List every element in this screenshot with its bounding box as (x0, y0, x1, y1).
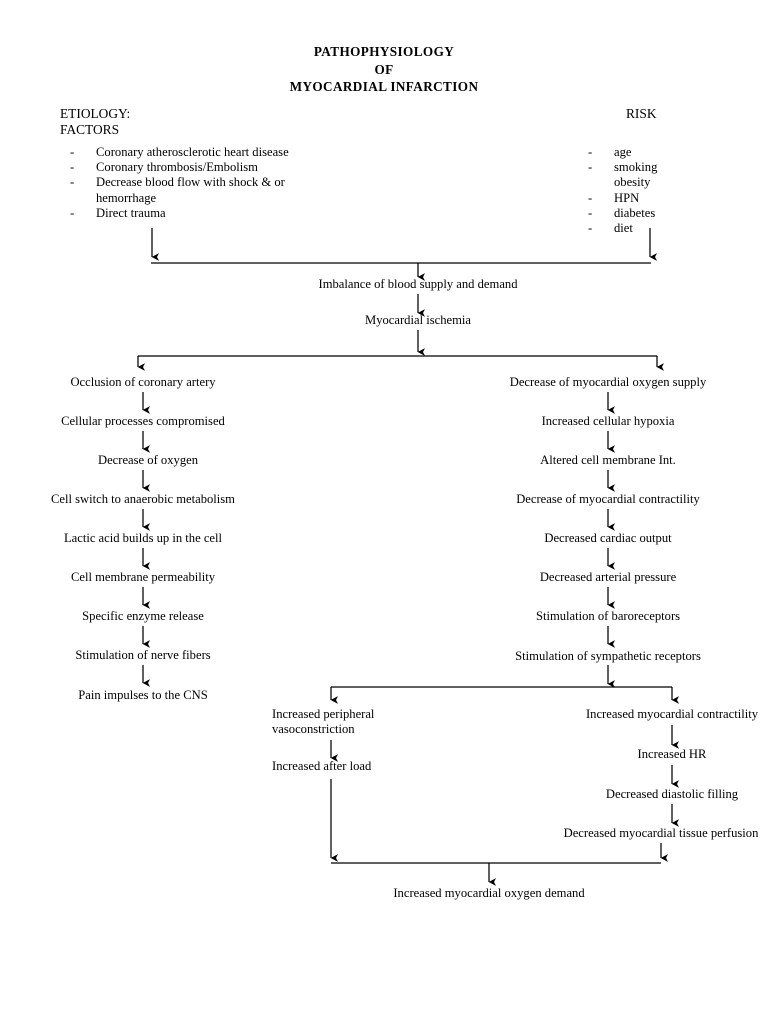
list-item: - Direct trauma (70, 206, 400, 221)
node-cell-membrane-permeability: Cell membrane permeability (70, 570, 216, 584)
list-item: - HPN (588, 191, 738, 206)
node-altered-cell-membrane-int: Altered cell membrane Int. (540, 453, 676, 467)
node-increased-peripheral-vasoconstriction: Increased peripheral vasoconstriction (272, 707, 375, 736)
node-imbalance-of-blood-supply-and-demand: Imbalance of blood supply and demand (318, 277, 518, 291)
node-decreased-diastolic-filling: Decreased diastolic filling (605, 787, 739, 801)
bullet-dash: - (588, 190, 593, 205)
bullet-dash: - (588, 205, 593, 220)
list-item-label: Direct trauma (96, 205, 166, 220)
list-item-label: obesity (614, 175, 651, 190)
list-item: - smoking (588, 160, 738, 175)
etiology-heading: ETIOLOGY: FACTORS (60, 106, 131, 137)
node-decreased-myocardial-tissue-perfusion: Decreased myocardial tissue perfusion (563, 826, 759, 840)
bullet-dash: - (70, 205, 75, 220)
list-item: - Coronary atherosclerotic heart disease (70, 145, 400, 160)
bullet-dash: - (70, 145, 75, 159)
node-cellular-processes-compromised: Cellular processes compromised (61, 414, 225, 428)
node-increased-hr: Increased HR (637, 747, 707, 761)
list-item-label: diabetes (614, 205, 656, 220)
page-title-line-1: PATHOPHYSIOLOGY (313, 44, 455, 59)
node-myocardial-ischemia: Myocardial ischemia (365, 313, 471, 327)
node-increased-after-load: Increased after load (272, 759, 372, 773)
node-stimulation-of-sympathetic-receptors: Stimulation of sympathetic receptors (515, 649, 701, 663)
node-decrease-of-oxygen: Decrease of oxygen (98, 453, 198, 467)
list-item-label: smoking (614, 160, 658, 175)
list-item-label: HPN (614, 190, 640, 205)
node-increased-myocardial-contractility: Increased myocardial contractility (585, 707, 759, 721)
bullet-dash: - (70, 160, 75, 175)
node-stimulation-of-nerve-fibers: Stimulation of nerve fibers (75, 648, 211, 662)
list-item: - diet (588, 221, 738, 236)
bullet-dash: - (588, 160, 593, 175)
list-item: - Coronary thrombosis/Embolism (70, 160, 400, 175)
node-occlusion-of-coronary-artery: Occlusion of coronary artery (70, 375, 216, 389)
node-stimulation-of-baroreceptors: Stimulation of baroreceptors (535, 609, 681, 623)
page-title-line-2: OF (374, 62, 394, 77)
page-title-line-3: MYOCARDIAL INFARCTION (289, 79, 479, 94)
list-item: obesity (588, 175, 738, 190)
node-increased-cellular-hypoxia: Increased cellular hypoxia (541, 414, 675, 428)
node-decrease-of-myocardial-contractility: Decrease of myocardial contractility (516, 492, 700, 506)
list-item-label: Decrease blood flow with shock & or hemo… (96, 175, 285, 205)
etiology-list: - Coronary atherosclerotic heart disease… (70, 145, 400, 221)
node-cell-switch-to-anaerobic-metabolism: Cell switch to anaerobic metabolism (51, 492, 235, 506)
list-item-label: Coronary atherosclerotic heart disease (96, 145, 289, 159)
list-item-label: Coronary thrombosis/Embolism (96, 160, 258, 175)
list-item: - age (588, 145, 738, 160)
bullet-dash: - (588, 145, 593, 159)
bullet-dash: - (70, 175, 75, 190)
node-decrease-of-myocardial-oxygen-supply: Decrease of myocardial oxygen supply (509, 375, 707, 389)
risk-heading: RISK (626, 106, 657, 121)
list-item-label: age (614, 145, 632, 159)
risk-list: - age - smoking obesity - HPN - diabetes… (588, 145, 738, 236)
node-pain-impulses-to-the-cns: Pain impulses to the CNS (78, 688, 208, 702)
list-item: - Decrease blood flow with shock & or he… (70, 175, 400, 205)
bullet-dash: - (588, 221, 593, 236)
node-lactic-acid-builds-up-in-the-cell: Lactic acid builds up in the cell (63, 531, 223, 545)
list-item: - diabetes (588, 206, 738, 221)
list-item-label: diet (614, 221, 633, 236)
node-increased-myocardial-oxygen-demand: Increased myocardial oxygen demand (393, 886, 585, 900)
node-decreased-arterial-pressure: Decreased arterial pressure (539, 570, 677, 584)
node-decreased-cardiac-output: Decreased cardiac output (544, 531, 672, 545)
node-specific-enzyme-release: Specific enzyme release (82, 609, 204, 623)
